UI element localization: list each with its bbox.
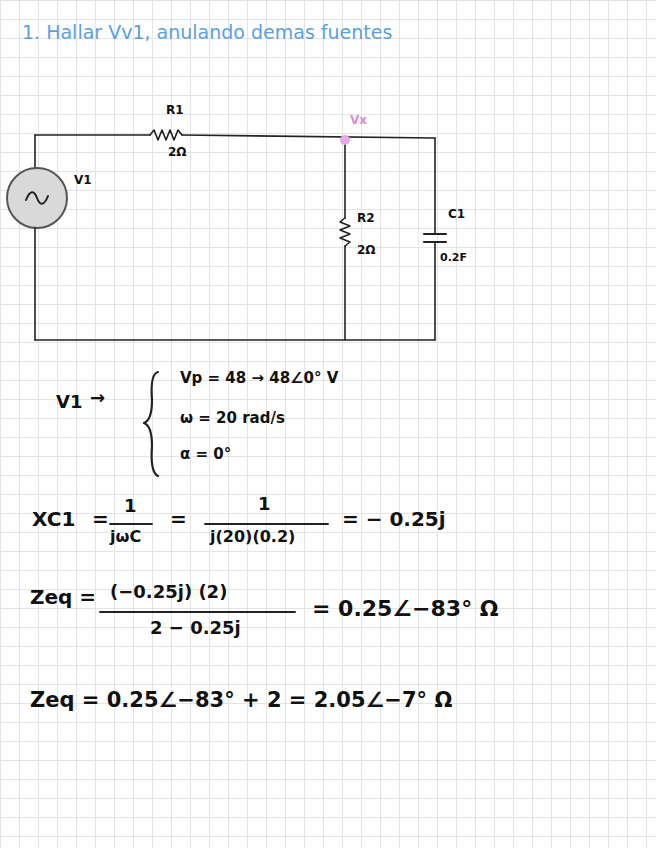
wire	[434, 242, 436, 340]
equation: ω = 20 rad/s	[180, 410, 285, 427]
component-value: 2Ω	[357, 244, 376, 258]
node-dot	[340, 135, 350, 145]
wire	[35, 134, 150, 136]
node-name: Vx	[350, 114, 367, 128]
equation: jωC	[110, 528, 141, 546]
resistor-symbol	[340, 218, 350, 246]
arrow-symbol: →	[90, 388, 105, 409]
sine-symbol	[26, 192, 48, 204]
fraction-bar	[110, 523, 152, 525]
equation: Vp = 48 → 48∠0° V	[180, 370, 338, 387]
equation: =	[170, 508, 187, 531]
equation: = − 0.25j	[342, 508, 446, 531]
equation: j(20)(0.2)	[210, 528, 295, 546]
capacitor-plate	[424, 233, 446, 235]
wire	[344, 246, 346, 340]
component-value: 0.2F	[440, 252, 467, 265]
resistor-symbol	[150, 130, 182, 140]
equation: (−0.25j) (2)	[110, 582, 227, 603]
equation: XC1	[32, 508, 75, 531]
equation: Zeq =	[30, 586, 96, 609]
source-name: V1	[56, 392, 82, 413]
fraction-bar	[205, 523, 328, 525]
equation: 1	[258, 494, 271, 515]
wire	[34, 228, 36, 340]
equation: Zeq = 0.25∠−83° + 2 = 2.05∠−7° Ω	[30, 688, 452, 712]
component-name: C1	[448, 208, 465, 222]
fraction-bar	[100, 611, 295, 613]
equation: 1	[124, 496, 137, 517]
equation: = 0.25∠−83° Ω	[312, 596, 499, 621]
problem-title: 1. Hallar Vv1, anulando demas fuentes	[22, 22, 392, 44]
wire	[182, 135, 435, 138]
wire	[344, 140, 346, 218]
wire	[34, 135, 36, 168]
equation: α = 0°	[180, 446, 231, 463]
equation: 2 − 0.25j	[150, 618, 241, 639]
equation: =	[92, 508, 109, 531]
component-name: R2	[357, 212, 375, 226]
brace	[144, 372, 158, 476]
wire	[434, 138, 436, 234]
source-symbol	[7, 168, 67, 228]
source-name: V1	[74, 174, 92, 188]
component-name: R1	[166, 104, 184, 118]
wire	[35, 339, 435, 341]
component-value: 2Ω	[168, 146, 187, 160]
